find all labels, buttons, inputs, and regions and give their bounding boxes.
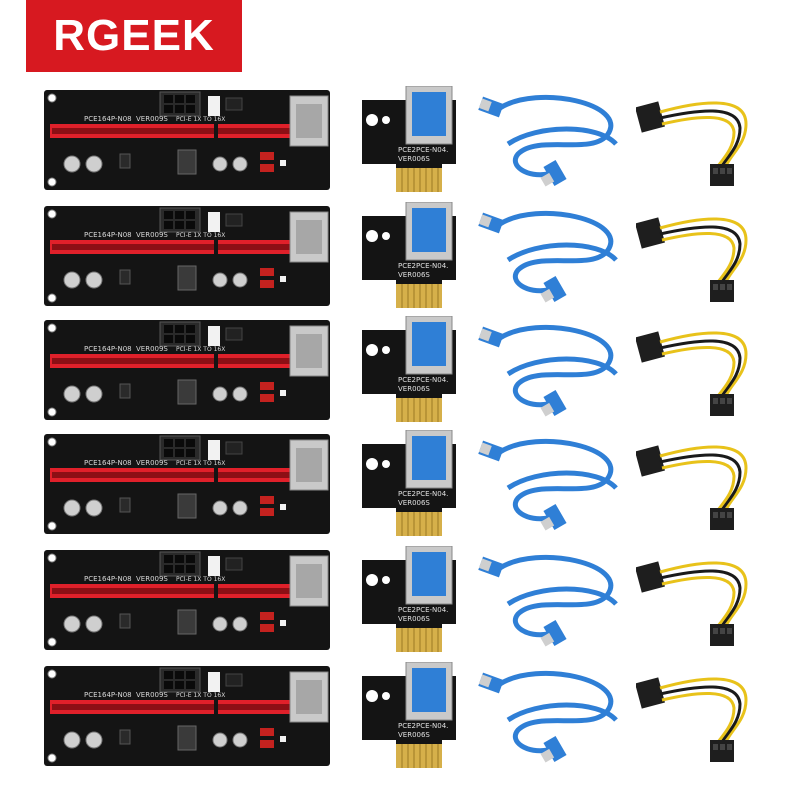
sata-power-cable (636, 445, 748, 530)
adapter-version-label: VER006S (398, 271, 430, 279)
board-model-label: PCE164P-N08 (84, 575, 132, 583)
board-model-label: PCE164P-N08 (84, 691, 132, 699)
board-slot-label: PCI-E 1X TO 16X (176, 460, 225, 467)
sata-power-cable (636, 217, 748, 302)
board-slot-label: PCI-E 1X TO 16X (176, 232, 225, 239)
board-slot-label: PCI-E 1X TO 16X (176, 692, 225, 699)
usb-cable (478, 554, 618, 647)
pcie-x1-adapter: PCE2PCE-N04. VER006S (362, 202, 456, 308)
board-version-label: VER009S (136, 459, 168, 467)
product-row-5: PCE164P-N08 VER009S PCI-E 1X TO 16X (0, 546, 800, 658)
brand-logo: RGEEK (26, 0, 242, 72)
pcie-x1-adapter: PCE2PCE-N04. VER006S (362, 546, 456, 652)
adapter-version-label: VER006S (398, 615, 430, 623)
product-row-6: PCE164P-N08 VER009S PCI-E 1X TO 16X (0, 662, 800, 774)
riser-board: PCE164P-N08 VER009S PCI-E 1X TO 16X (44, 90, 330, 190)
board-version-label: VER009S (136, 231, 168, 239)
riser-board: PCE164P-N08 VER009S PCI-E 1X TO 16X (44, 320, 330, 420)
riser-board: PCE164P-N08 VER009S PCI-E 1X TO 16X (44, 206, 330, 306)
board-slot-label: PCI-E 1X TO 16X (176, 116, 225, 123)
product-row-4: PCE164P-N08 VER009S PCI-E 1X TO 16X (0, 430, 800, 542)
adapter-model-label: PCE2PCE-N04. (398, 606, 448, 614)
usb-cable (478, 324, 618, 417)
usb-cable (478, 94, 618, 187)
pcie-x1-adapter: PCE2PCE-N04. VER006S (362, 662, 456, 768)
usb-cable (478, 670, 618, 763)
board-version-label: VER009S (136, 691, 168, 699)
board-version-label: VER009S (136, 345, 168, 353)
board-model-label: PCE164P-N08 (84, 231, 132, 239)
sata-power-cable (636, 101, 748, 186)
board-version-label: VER009S (136, 575, 168, 583)
usb-cable (478, 438, 618, 531)
board-model-label: PCE164P-N08 (84, 459, 132, 467)
adapter-model-label: PCE2PCE-N04. (398, 146, 448, 154)
board-slot-label: PCI-E 1X TO 16X (176, 346, 225, 353)
adapter-version-label: VER006S (398, 499, 430, 507)
sata-power-cable (636, 677, 748, 762)
sata-power-cable (636, 561, 748, 646)
pcie-x1-adapter: PCE2PCE-N04. VER006S (362, 316, 456, 422)
riser-board: PCE164P-N08 VER009S PCI-E 1X TO 16X (44, 550, 330, 650)
adapter-model-label: PCE2PCE-N04. (398, 722, 448, 730)
product-row-1: PCE164P-N08 VER009S PCI-E 1X TO 16X (0, 86, 800, 198)
board-model-label: PCE164P-N08 (84, 115, 132, 123)
adapter-version-label: VER006S (398, 385, 430, 393)
adapter-version-label: VER006S (398, 731, 430, 739)
riser-board: PCE164P-N08 VER009S PCI-E 1X TO 16X (44, 434, 330, 534)
board-version-label: VER009S (136, 115, 168, 123)
board-slot-label: PCI-E 1X TO 16X (176, 576, 225, 583)
adapter-version-label: VER006S (398, 155, 430, 163)
riser-board: PCE164P-N08 VER009S PCI-E 1X TO 16X (44, 666, 330, 766)
adapter-model-label: PCE2PCE-N04. (398, 262, 448, 270)
product-row-3: PCE164P-N08 VER009S PCI-E 1X TO 16X (0, 316, 800, 428)
sata-power-cable (636, 331, 748, 416)
adapter-model-label: PCE2PCE-N04. (398, 376, 448, 384)
pcie-x1-adapter: PCE2PCE-N04. VER006S (362, 430, 456, 536)
brand-logo-text: RGEEK (53, 11, 215, 60)
adapter-model-label: PCE2PCE-N04. (398, 490, 448, 498)
pcie-x1-adapter: PCE2PCE-N04. VER006S (362, 86, 456, 192)
board-model-label: PCE164P-N08 (84, 345, 132, 353)
usb-cable (478, 210, 618, 303)
product-row-2: PCE164P-N08 VER009S PCI-E 1X TO 16X (0, 202, 800, 314)
